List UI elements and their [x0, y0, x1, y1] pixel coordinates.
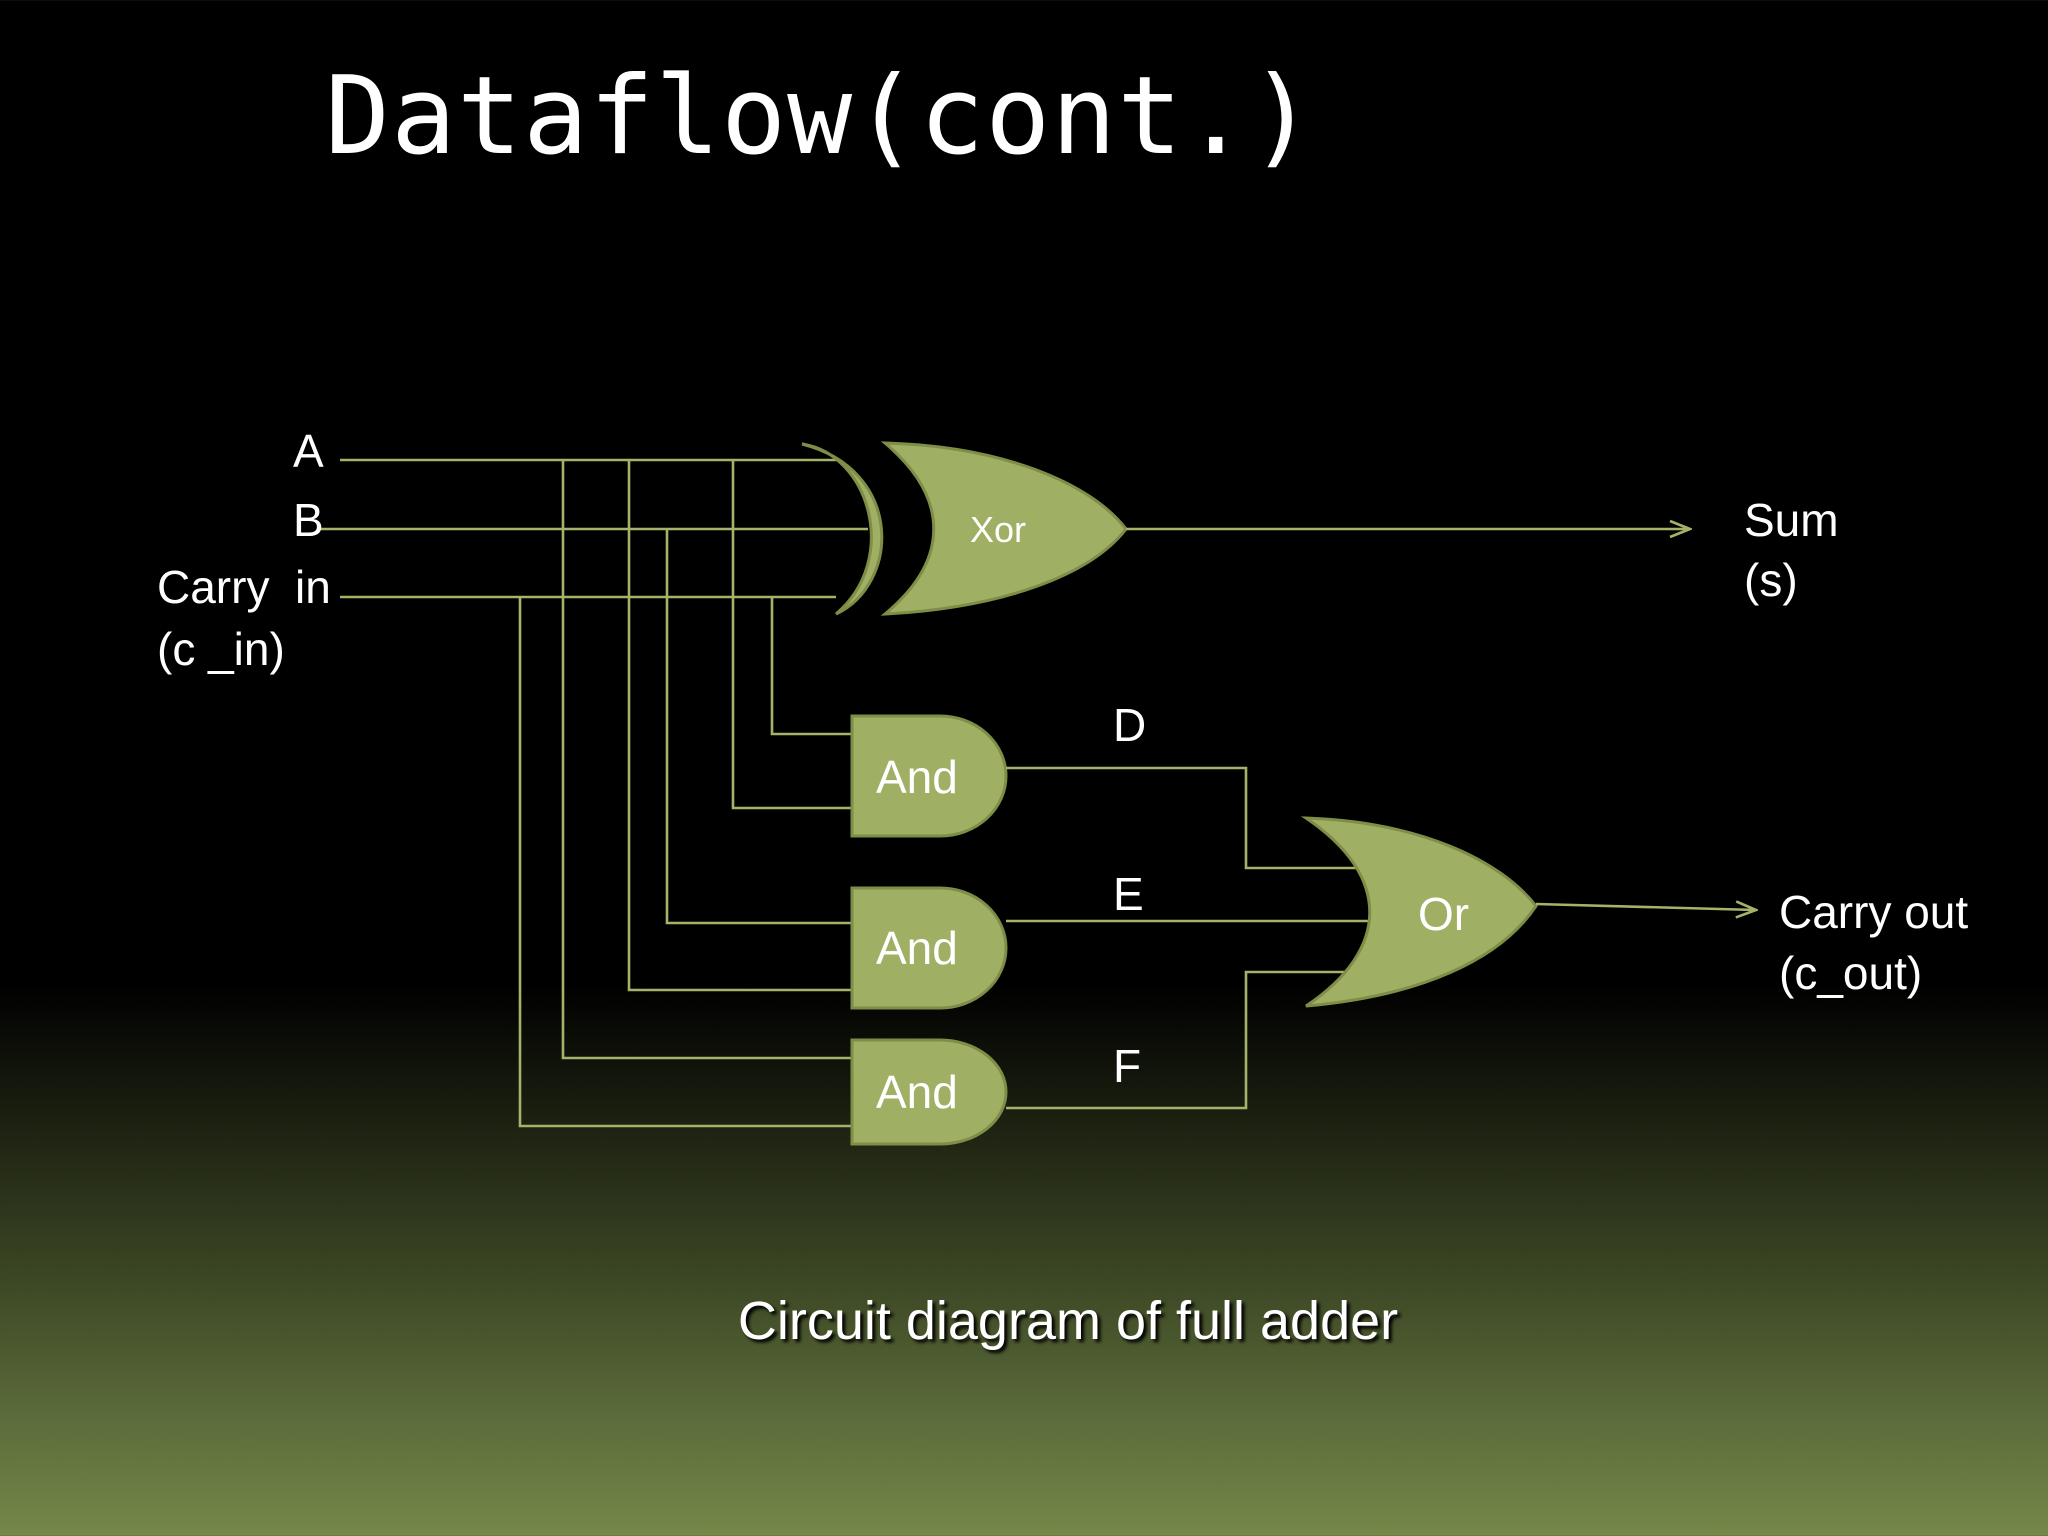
wire-carry-in-to-and3	[518, 597, 852, 1128]
wire-a-to-and3	[561, 460, 852, 1060]
input-label-a: A	[293, 425, 324, 477]
slide-title: Dataflow(cont.)	[325, 54, 1316, 179]
output-label-carry-out-symbol: (c_out)	[1779, 947, 1922, 999]
wire-b-to-and2	[665, 529, 852, 925]
xor-gate-label: Xor	[970, 509, 1026, 550]
input-label-carry-in: Carry in	[157, 561, 331, 613]
and-gate-1-label: And	[876, 751, 958, 803]
and-gate-1	[850, 714, 1008, 838]
or-gate-label: Or	[1418, 888, 1469, 940]
and-gate-2	[850, 886, 1008, 1010]
input-label-b: B	[293, 494, 324, 546]
and-gate-2-label: And	[876, 922, 958, 974]
output-label-sum: Sum	[1744, 494, 1839, 546]
and-gate-3	[850, 1038, 1008, 1146]
or-gate	[1300, 816, 1538, 1008]
and-gate-3-label: And	[876, 1066, 958, 1118]
wire-a-to-and1	[731, 460, 852, 810]
wire-f	[1006, 970, 1386, 1110]
xor-gate-back-curve	[801, 442, 884, 616]
output-label-carry-out: Carry out	[1779, 886, 1968, 938]
xor-gate	[880, 441, 1128, 616]
net-label-d: D	[1113, 699, 1146, 751]
wire-carry-out	[1535, 904, 1756, 910]
net-label-f: F	[1113, 1040, 1141, 1092]
input-label-carry-in-symbol: (c _in)	[157, 623, 285, 675]
output-label-sum-symbol: (s)	[1744, 554, 1798, 606]
wire-a-to-and2	[627, 460, 852, 992]
wire-carry-in-to-and1	[770, 597, 852, 736]
wire-d	[1006, 766, 1386, 870]
diagram-caption: Circuit diagram of full adder	[737, 1291, 1399, 1351]
net-label-e: E	[1113, 868, 1144, 920]
